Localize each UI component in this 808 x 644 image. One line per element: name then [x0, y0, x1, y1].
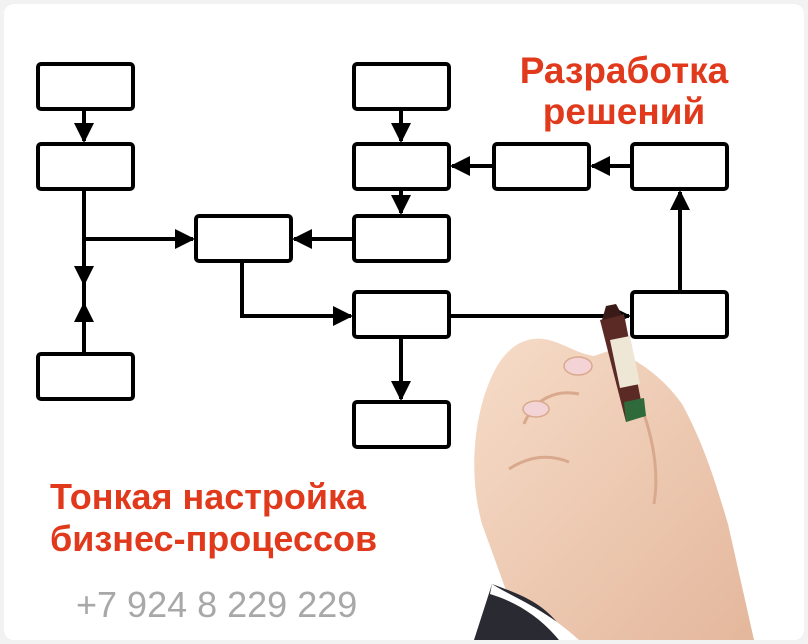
box-right-1	[492, 142, 591, 191]
subtitle-line-1: Тонкая настройка	[50, 476, 367, 517]
image-card: Разработка решений Тонкая настройка бизн…	[4, 4, 804, 640]
box-right-2	[630, 142, 729, 191]
box-left-2	[36, 142, 135, 191]
box-left-3	[36, 352, 135, 401]
flowchart-boxes	[36, 62, 729, 449]
headline: Разработка решений	[519, 50, 729, 133]
box-mid-5	[352, 400, 451, 449]
box-right-3	[630, 290, 729, 339]
arrow-center-to-mid4	[240, 261, 353, 326]
box-center	[194, 214, 293, 263]
box-left-1	[36, 62, 135, 111]
hand-holding-marker	[474, 304, 754, 640]
box-mid-2	[352, 142, 451, 191]
phone-number: +7 924 8 229 229	[76, 584, 358, 625]
flowchart-diagram	[36, 62, 754, 640]
box-mid-3	[352, 214, 451, 263]
box-mid-1	[352, 62, 451, 111]
box-mid-4	[352, 290, 451, 339]
subtitle-line-2: бизнес-процессов	[50, 518, 378, 560]
flowchart-connectors	[74, 109, 690, 401]
subtitle: Тонкая настройка бизнес-процессов	[50, 476, 377, 560]
